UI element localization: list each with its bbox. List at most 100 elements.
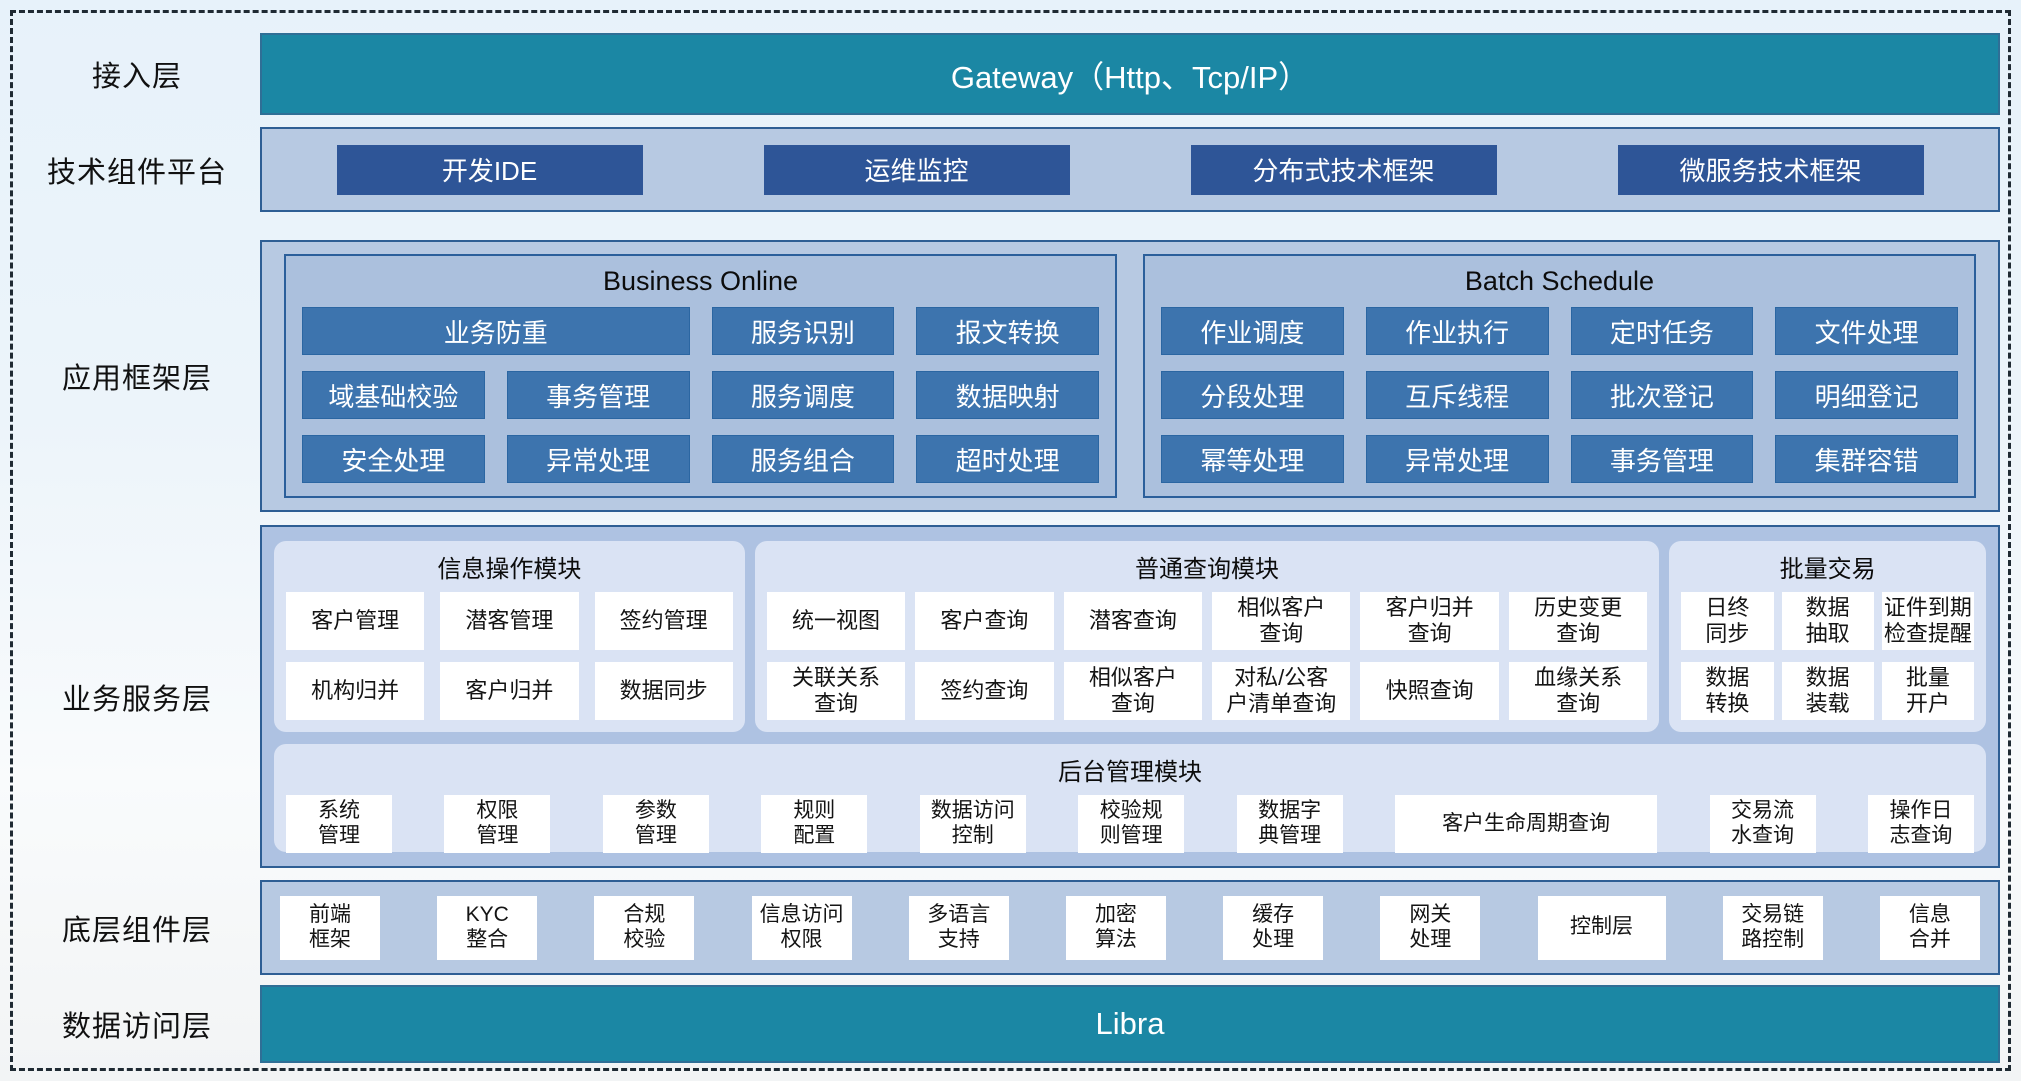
module-box: 集群容错 — [1775, 435, 1958, 483]
business-online-panel: Business Online 业务防重 服务识别 报文转换 域基础校验 事务管… — [284, 254, 1117, 498]
layer-row-business-service: 业务服务层 信息操作模块 客户管理 潜客管理 签约管理 机构归并 客户归并 数据… — [14, 525, 2000, 868]
business-online-grid: 业务防重 服务识别 报文转换 域基础校验 事务管理 服务调度 数据映射 安全处理… — [302, 307, 1099, 483]
module-box: 异常处理 — [1365, 435, 1549, 483]
admin-panel: 后台管理模块 系统 管理 权限 管理 参数 管理 规则 配置 数据访问 控制 校… — [274, 744, 1986, 853]
module-box: 幂等处理 — [1161, 435, 1344, 483]
module-box: 明细登记 — [1775, 371, 1958, 419]
service-box: 签约查询 — [915, 662, 1054, 720]
module-box: 事务管理 — [506, 371, 690, 419]
batch-trade-title: 批量交易 — [1779, 556, 1876, 583]
service-box: 校验规 则管理 — [1078, 795, 1185, 853]
layer-row-data-access: 数据访问层 Libra — [14, 985, 2000, 1063]
service-box: 数据 装载 — [1781, 662, 1874, 720]
component-box: KYC 整合 — [437, 895, 538, 960]
module-box: 服务识别 — [711, 307, 895, 355]
info-ops-title: 信息操作模块 — [437, 556, 582, 583]
gateway-bar: Gateway（Http、Tcp/IP） — [260, 33, 2000, 115]
service-box: 数据字 典管理 — [1236, 795, 1343, 853]
tech-box-distributed-framework: 分布式技术框架 — [1190, 144, 1497, 195]
component-box: 缓存 处理 — [1223, 895, 1324, 960]
business-service-container: 信息操作模块 客户管理 潜客管理 签约管理 机构归并 客户归并 数据同步 普通查… — [260, 525, 2000, 868]
info-ops-panel: 信息操作模块 客户管理 潜客管理 签约管理 机构归并 客户归并 数据同步 — [274, 541, 745, 732]
module-box: 异常处理 — [506, 435, 690, 483]
module-box: 报文转换 — [916, 307, 1099, 355]
service-box: 客户管理 — [286, 592, 425, 650]
batch-schedule-panel: Batch Schedule 作业调度 作业执行 定时任务 文件处理 分段处理 … — [1143, 254, 1976, 498]
layer-label-bottom-components: 底层组件层 — [61, 914, 212, 947]
general-query-title: 普通查询模块 — [1135, 556, 1280, 583]
service-box: 血缘关系 查询 — [1508, 662, 1648, 720]
service-box: 数据 转换 — [1681, 662, 1774, 720]
module-box: 事务管理 — [1570, 435, 1754, 483]
service-box: 潜客管理 — [440, 592, 579, 650]
service-box: 参数 管理 — [602, 795, 709, 853]
service-box: 证件到期 检查提醒 — [1881, 592, 1974, 650]
layer-label-data-access: 数据访问层 — [61, 1011, 212, 1043]
tech-box-ops-monitoring: 运维监控 — [763, 144, 1070, 195]
component-box: 多语言 支持 — [908, 895, 1009, 960]
module-box: 分段处理 — [1161, 371, 1344, 419]
component-box: 前端 框架 — [280, 895, 380, 960]
module-box: 业务防重 — [302, 307, 690, 355]
tech-box-microservice-framework: 微服务技术框架 — [1617, 144, 1924, 195]
module-box: 文件处理 — [1775, 307, 1958, 355]
layer-label-access: 接入层 — [91, 61, 182, 93]
layer-row-app-framework: 应用框架层 Business Online 业务防重 服务识别 报文转换 域基础… — [14, 240, 2000, 512]
module-box: 域基础校验 — [302, 371, 485, 419]
module-box: 安全处理 — [302, 435, 485, 483]
module-box: 服务组合 — [711, 435, 895, 483]
component-box: 加密 算法 — [1065, 895, 1166, 960]
service-box: 批量 开户 — [1881, 662, 1974, 720]
layer-label-business-service: 业务服务层 — [61, 683, 212, 716]
batch-schedule-title: Batch Schedule — [1464, 266, 1655, 296]
service-box: 操作日 志查询 — [1867, 795, 1974, 853]
info-ops-grid: 客户管理 潜客管理 签约管理 机构归并 客户归并 数据同步 — [286, 592, 733, 720]
service-box: 客户归并 — [440, 662, 579, 720]
admin-grid: 系统 管理 权限 管理 参数 管理 规则 配置 数据访问 控制 校验规 则管理 … — [286, 795, 1974, 853]
service-box: 对私/公客 户清单查询 — [1212, 662, 1351, 720]
service-box: 客户查询 — [915, 592, 1054, 650]
service-box: 统一视图 — [766, 592, 906, 650]
layer-row-bottom-components: 底层组件层 前端 框架 KYC 整合 合规 校验 信息访问 权限 多语言 支持 … — [14, 880, 2000, 975]
component-box: 合规 校验 — [594, 895, 695, 960]
layer-label-app-framework: 应用框架层 — [61, 363, 212, 395]
component-box: 交易链 路控制 — [1722, 895, 1823, 960]
batch-trade-panel: 批量交易 日终 同步 数据 抽取 证件到期 检查提醒 数据 转换 数据 装载 批… — [1669, 541, 1986, 732]
tech-platform-container: 开发IDE 运维监控 分布式技术框架 微服务技术框架 — [260, 127, 2000, 212]
service-box: 快照查询 — [1360, 662, 1499, 720]
service-box: 数据 抽取 — [1781, 592, 1874, 650]
module-box: 作业执行 — [1365, 307, 1549, 355]
layer-row-access: 接入层 Gateway（Http、Tcp/IP） — [14, 33, 2000, 115]
service-box: 相似客户 查询 — [1063, 662, 1203, 720]
admin-title: 后台管理模块 — [1058, 759, 1202, 786]
component-box: 信息 合并 — [1879, 895, 1980, 960]
module-box: 定时任务 — [1570, 307, 1754, 355]
service-box: 历史变更 查询 — [1508, 592, 1648, 650]
layer-row-tech-platform: 技术组件平台 开发IDE 运维监控 分布式技术框架 微服务技术框架 — [14, 127, 2000, 212]
libra-bar: Libra — [260, 985, 2000, 1063]
module-box: 作业调度 — [1161, 307, 1344, 355]
layer-label-tech-platform: 技术组件平台 — [46, 156, 227, 189]
module-box: 服务调度 — [711, 371, 895, 419]
service-box: 签约管理 — [594, 592, 733, 650]
service-box: 交易流 水查询 — [1709, 795, 1816, 853]
service-box: 相似客户 查询 — [1212, 592, 1351, 650]
general-query-panel: 普通查询模块 统一视图 客户查询 潜客查询 相似客户 查询 客户归并 查询 历史… — [754, 541, 1660, 732]
service-box: 权限 管理 — [444, 795, 551, 853]
general-query-grid: 统一视图 客户查询 潜客查询 相似客户 查询 客户归并 查询 历史变更 查询 关… — [766, 592, 1648, 720]
service-box: 潜客查询 — [1063, 592, 1203, 650]
service-box: 客户生命周期查询 — [1395, 795, 1658, 853]
module-box: 互斥线程 — [1365, 371, 1549, 419]
service-box: 数据访问 控制 — [919, 795, 1026, 853]
service-box: 客户归并 查询 — [1360, 592, 1499, 650]
module-box: 数据映射 — [916, 371, 1099, 419]
app-framework-container: Business Online 业务防重 服务识别 报文转换 域基础校验 事务管… — [260, 240, 2000, 512]
module-box: 批次登记 — [1570, 371, 1754, 419]
component-box: 控制层 — [1537, 895, 1666, 960]
service-box: 机构归并 — [286, 662, 425, 720]
module-box: 超时处理 — [916, 435, 1099, 483]
batch-schedule-grid: 作业调度 作业执行 定时任务 文件处理 分段处理 互斥线程 批次登记 明细登记 … — [1161, 307, 1958, 483]
service-box: 关联关系 查询 — [766, 662, 906, 720]
component-box: 网关 处理 — [1380, 895, 1481, 960]
service-box: 规则 配置 — [761, 795, 868, 853]
